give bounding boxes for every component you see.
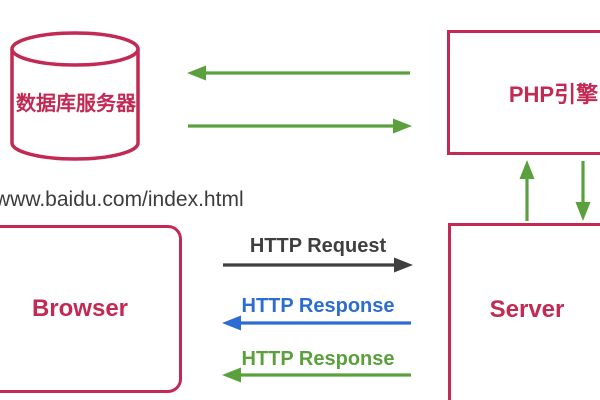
database-cylinder-icon — [10, 31, 140, 161]
browser-node: Browser — [0, 225, 182, 393]
http-request-label: HTTP Request — [249, 235, 387, 257]
server-label: Server — [489, 296, 565, 323]
http-request-arrow — [223, 257, 413, 273]
http-response-green-label: HTTP Response — [241, 348, 395, 370]
db-result-arrow — [187, 65, 410, 81]
http-response-blue-arrow — [222, 315, 411, 331]
database-node-label: 数据库服务器 — [16, 93, 136, 115]
php-engine-label: PHP引擎 — [508, 81, 599, 107]
url-annotation: www.baidu.com/index.html — [0, 188, 244, 211]
server-to-php-arrow — [519, 160, 535, 221]
php-engine-node: PHP引擎 — [447, 30, 600, 155]
http-response-green-arrow — [222, 367, 411, 383]
http-response-blue-label: HTTP Response — [241, 295, 395, 317]
db-query-arrow — [188, 118, 412, 134]
server-node: Server — [448, 223, 600, 400]
php-to-server-arrow — [575, 161, 591, 221]
browser-label: Browser — [31, 295, 129, 322]
